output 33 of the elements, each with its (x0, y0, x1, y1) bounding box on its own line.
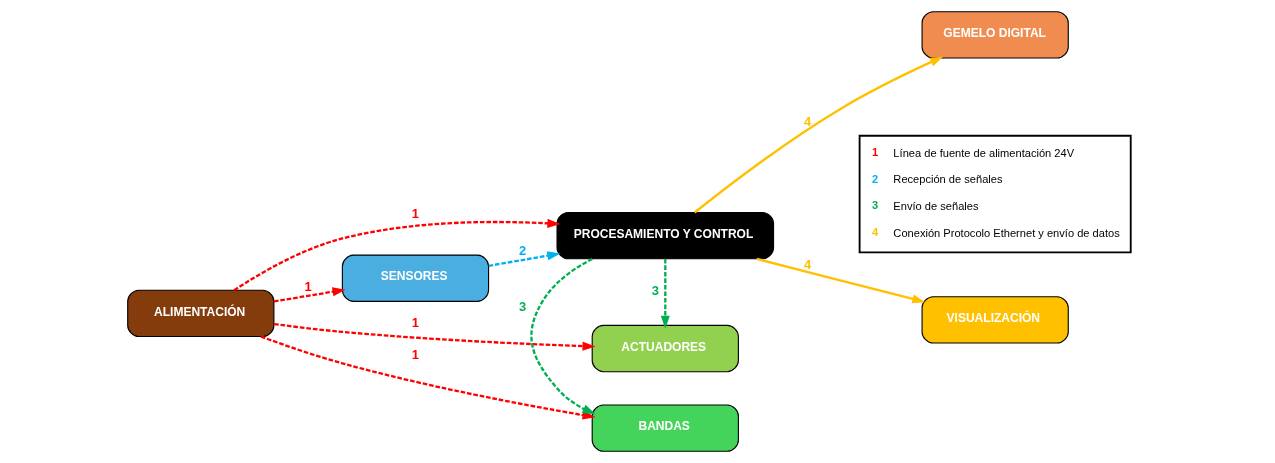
label: 1 (871, 145, 878, 158)
label: 3 (871, 199, 878, 212)
edge-label: 3 (518, 299, 526, 315)
edge-label: 1 (411, 315, 419, 331)
arrow (273, 287, 345, 303)
label: 2 (871, 172, 878, 185)
edge-label: 1 (411, 346, 419, 362)
arrow (693, 56, 943, 214)
edge-label: 1 (303, 279, 312, 295)
arrow (260, 335, 595, 420)
label: 4 (871, 226, 878, 239)
arrow (529, 257, 595, 415)
node-box: SENSORES (341, 254, 489, 302)
node-box: BANDAS (591, 404, 739, 452)
node-box: ALIMENTACIÓN (126, 289, 274, 338)
arrow (755, 257, 925, 304)
edge-label: 1 (411, 206, 419, 222)
edge-label: 4 (803, 113, 811, 129)
legend-label: Envío de señales (892, 200, 979, 213)
edge-label: 4 (803, 257, 811, 273)
edge-label: 3 (651, 282, 659, 298)
arrow (233, 218, 560, 292)
legend-label: Línea de fuente de alimentación 24V (892, 146, 1074, 159)
arrow (660, 259, 670, 329)
node-box: PROCESAMIENTO Y CONTROL (556, 211, 774, 260)
legend-label: Recepción de señales (892, 173, 1003, 186)
node-box: VISUALIZACIÓN (921, 296, 1069, 344)
legend-label: Conexión Protocolo Ethernet y envío de datos (892, 227, 1120, 240)
arrow (273, 322, 595, 351)
arrow (488, 251, 560, 267)
node-box: ACTUADORES (591, 324, 739, 373)
edge-label: 2 (518, 243, 526, 259)
node-box: GEMELO DIGITAL (921, 11, 1069, 59)
